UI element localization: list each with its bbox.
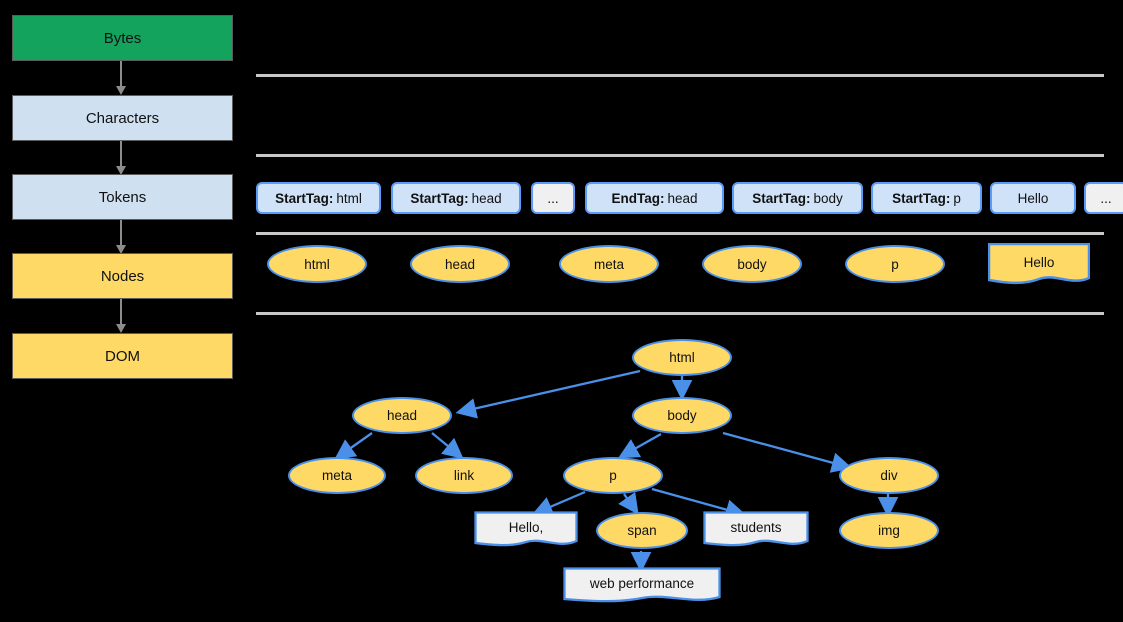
- tree-node-label: Hello,: [508, 520, 544, 535]
- token-value: ...: [547, 190, 559, 206]
- tree-text-node-webperformance[interactable]: web performance: [563, 567, 721, 606]
- tree-node-body[interactable]: body: [632, 397, 732, 434]
- tree-node-label: students: [730, 520, 782, 535]
- divider-line-2: [256, 154, 1104, 157]
- token-kind: StartTag:: [410, 190, 469, 206]
- node-ellipse-html[interactable]: html: [267, 245, 367, 283]
- token-kind: StartTag:: [892, 190, 951, 206]
- node-ellipse-p[interactable]: p: [845, 245, 945, 283]
- token-chip[interactable]: StartTag:head: [391, 182, 521, 214]
- tree-text-node-hello[interactable]: Hello,: [474, 511, 578, 550]
- divider-line-3: [256, 232, 1104, 235]
- pipeline-arrow-1: [116, 61, 126, 95]
- node-label: Hello: [1023, 255, 1055, 270]
- tree-node-div[interactable]: div: [839, 457, 939, 494]
- token-kind: StartTag:: [275, 190, 334, 206]
- pipeline-arrow-4: [116, 299, 126, 333]
- token-kind: StartTag:: [752, 190, 811, 206]
- token-value: html: [336, 190, 362, 206]
- token-value: p: [953, 190, 961, 206]
- pipeline-arrow-2: [116, 141, 126, 175]
- tree-node-p[interactable]: p: [563, 457, 663, 494]
- node-document-hello[interactable]: Hello: [988, 243, 1090, 287]
- document-shape-icon: [474, 511, 578, 547]
- pipeline-arrow-3: [116, 220, 126, 254]
- tree-node-span[interactable]: span: [596, 512, 688, 549]
- token-kind: EndTag:: [611, 190, 665, 206]
- node-ellipse-head[interactable]: head: [410, 245, 510, 283]
- document-shape-icon: [563, 567, 721, 603]
- divider-line-4: [256, 312, 1104, 315]
- tree-node-label: web performance: [589, 576, 695, 591]
- document-shape-icon: [988, 243, 1090, 285]
- token-chip[interactable]: StartTag:p: [871, 182, 982, 214]
- pipeline-step-bytes[interactable]: Bytes: [12, 15, 233, 61]
- tree-node-head[interactable]: head: [352, 397, 452, 434]
- token-chip[interactable]: EndTag:head: [585, 182, 724, 214]
- tree-text-node-students[interactable]: students: [703, 511, 809, 550]
- pipeline-step-characters[interactable]: Characters: [12, 95, 233, 141]
- token-value: Hello: [1017, 190, 1049, 206]
- token-value: ...: [1100, 190, 1112, 206]
- tree-node-img[interactable]: img: [839, 512, 939, 549]
- token-chip-ellipsis[interactable]: ...: [1084, 182, 1123, 214]
- token-chip-text[interactable]: Hello: [990, 182, 1076, 214]
- divider-line-1: [256, 74, 1104, 77]
- token-value: head: [471, 190, 502, 206]
- node-ellipse-body[interactable]: body: [702, 245, 802, 283]
- tree-node-html[interactable]: html: [632, 339, 732, 376]
- token-chip-ellipsis[interactable]: ...: [531, 182, 575, 214]
- pipeline-step-tokens[interactable]: Tokens: [12, 174, 233, 220]
- pipeline-step-nodes[interactable]: Nodes: [12, 253, 233, 299]
- document-shape-icon: [703, 511, 809, 547]
- token-chip[interactable]: StartTag:body: [732, 182, 863, 214]
- token-value: head: [667, 190, 698, 206]
- pipeline-step-dom[interactable]: DOM: [12, 333, 233, 379]
- token-value: body: [813, 190, 843, 206]
- tree-node-link[interactable]: link: [415, 457, 513, 494]
- tree-node-meta[interactable]: meta: [288, 457, 386, 494]
- token-chip[interactable]: StartTag:html: [256, 182, 381, 214]
- node-ellipse-meta[interactable]: meta: [559, 245, 659, 283]
